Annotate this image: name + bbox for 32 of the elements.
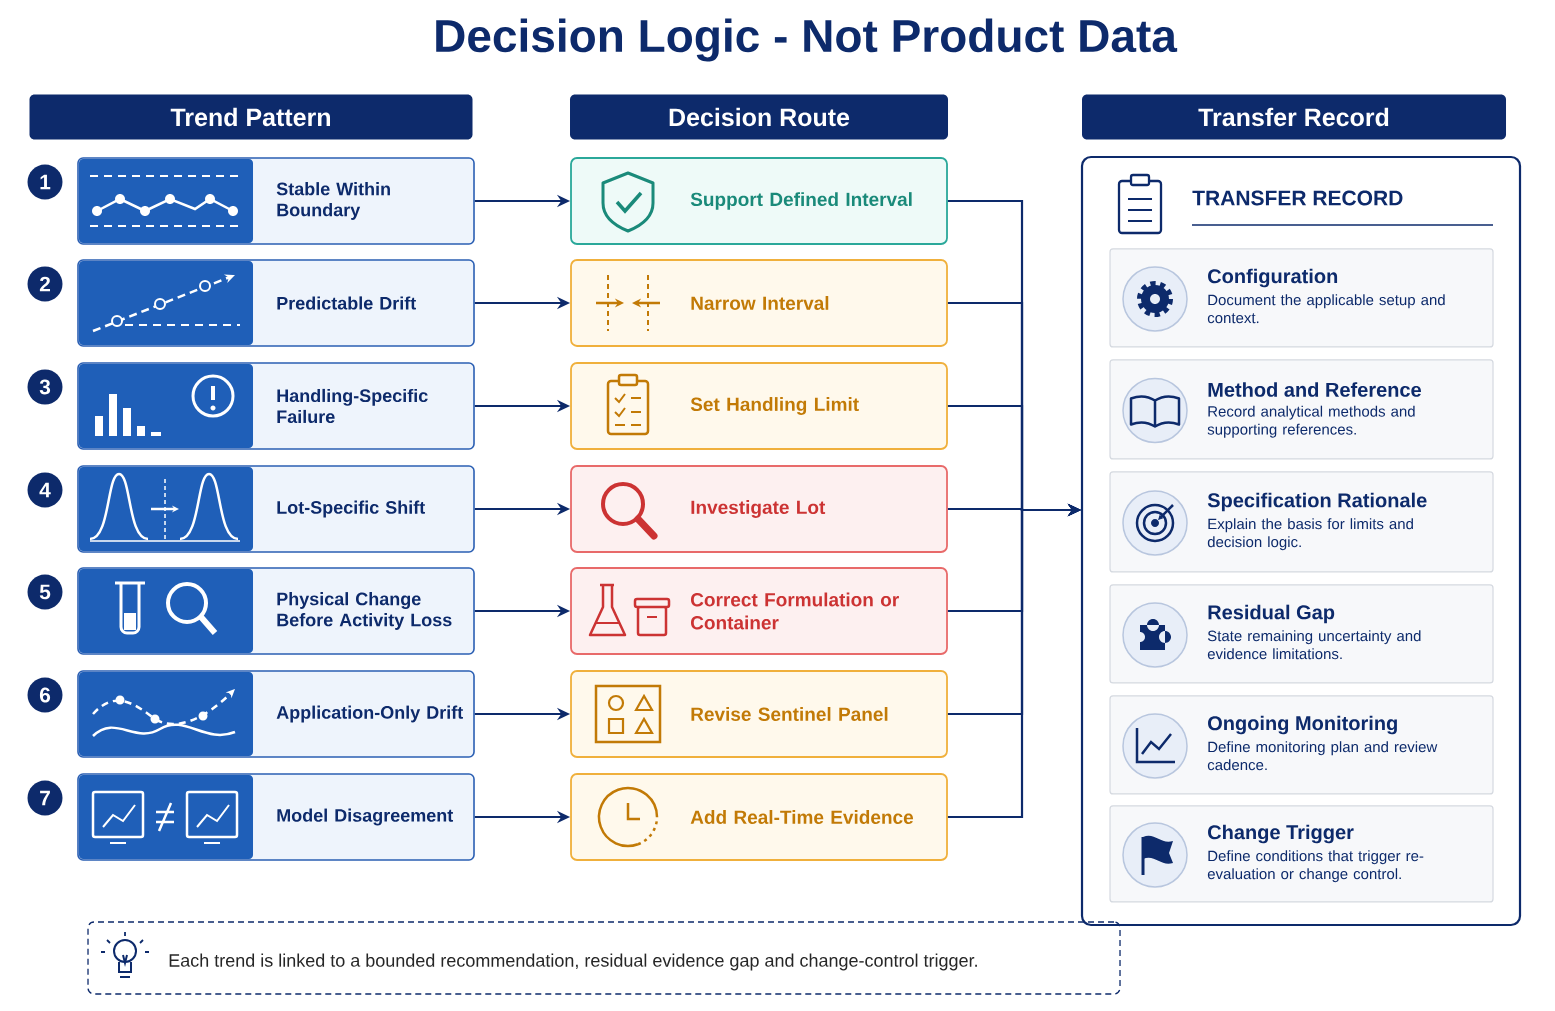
route-box: Set Handling Limit (570, 362, 948, 450)
route-box: Correct Formulation or Container (570, 567, 948, 655)
trend-box: Physical Change Before Activity Loss (77, 567, 475, 655)
note-box: Each trend is linked to a bounded recommendation, residual evidence gap and change-control trigger. (87, 921, 1121, 995)
title: Decision Logic - Not Product Data (436, 18, 1178, 62)
route-box: Support Defined Interval (570, 157, 948, 245)
record-card: Method and Reference Record analytical methods and supporting references. (1109, 359, 1494, 460)
record-card: Change Trigger Define conditions that trigger re-evaluation or change control. (1109, 805, 1494, 903)
number-badge: 2 (27, 266, 63, 302)
number-badge: 7 (27, 780, 63, 816)
trend-box: Handling-Specific Failure (77, 362, 475, 450)
record-card: Specification Rationale Explain the basis for limits and decision logic. (1109, 471, 1494, 573)
number-badge: 1 (27, 164, 63, 200)
record-card: Configuration Document the applicable setup and context. (1109, 248, 1494, 348)
column-header: Transfer Record (1082, 94, 1506, 140)
route-box: Revise Sentinel Panel (570, 670, 948, 758)
number-badge: 4 (27, 472, 63, 508)
record-card: Ongoing Monitoring Define monitoring plan and review cadence. (1109, 695, 1494, 795)
trend-box: Model Disagreement (77, 773, 475, 861)
number-badge: 5 (27, 574, 63, 610)
route-box: Narrow Interval (570, 259, 948, 347)
trend-box: Predictable Drift (77, 259, 475, 347)
column-header: Decision Route (570, 94, 948, 140)
record-card: Residual Gap State remaining uncertainty and evidence limitations. (1109, 584, 1494, 684)
trend-box: Stable Within Boundary (77, 157, 475, 245)
number-badge: 3 (27, 369, 63, 405)
number-badge: 6 (27, 677, 63, 713)
trend-box: Lot-Specific Shift (77, 465, 475, 553)
route-box: Add Real-Time Evidence (570, 773, 948, 861)
route-box: Investigate Lot (570, 465, 948, 553)
trend-box: Application-Only Drift (77, 670, 475, 758)
column-header: Trend Pattern (29, 94, 473, 140)
